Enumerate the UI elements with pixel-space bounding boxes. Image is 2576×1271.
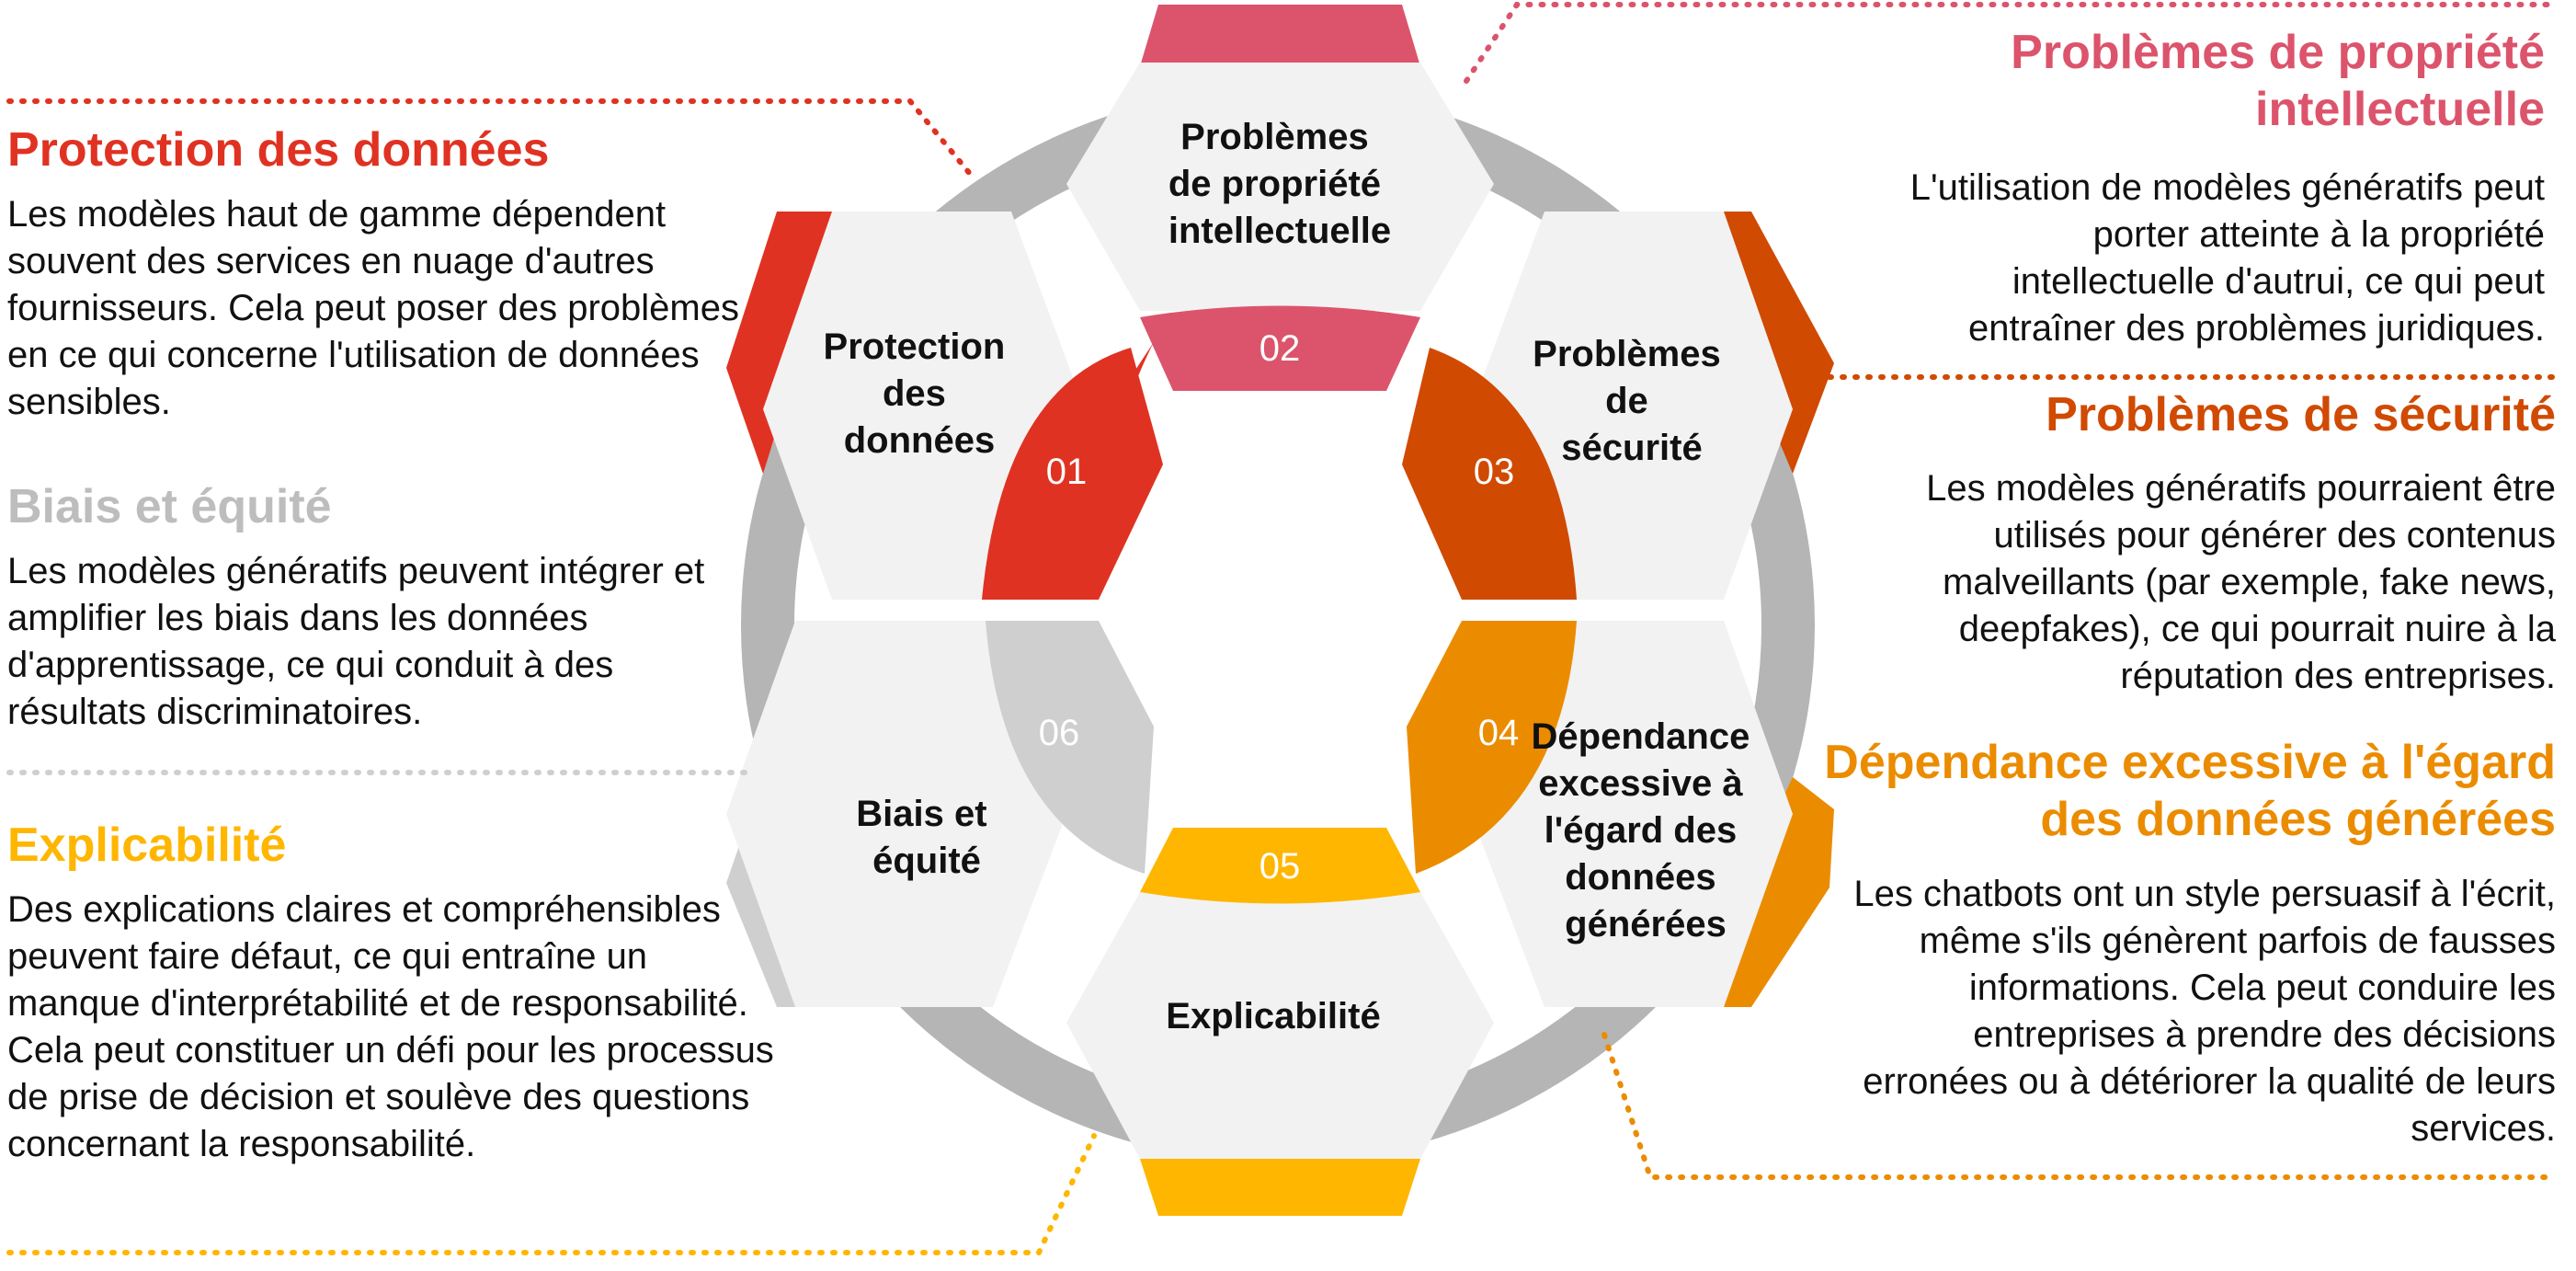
block-explicabilite: Explicabilité Des explications claires e… (7, 817, 789, 1168)
number-05: 05 (1260, 846, 1301, 887)
inner-segment-01-wedge (982, 348, 1163, 600)
hexagon-02 (1066, 63, 1494, 311)
connector-propriete (1464, 2, 2559, 84)
hexagon-02-label: Problèmes de propriété intellectuelle (1168, 117, 1391, 251)
tip-02 (1140, 5, 1420, 66)
block-protection-title: Protection des données (7, 123, 550, 177)
block-protection: Protection des données Les modèles haut … (7, 121, 743, 426)
hexagon-05-label: Explicabilité (1166, 996, 1380, 1036)
block-explicabilite-text: Des explications claires et compréhensib… (7, 889, 774, 1165)
block-biais-title: Biais et équité (7, 480, 332, 533)
number-04: 04 (1478, 713, 1520, 753)
block-propriete: Problèmes de propriété intellectuelle L'… (1901, 24, 2545, 352)
block-dependance: Dépendance excessive à l'égard des donné… (1820, 734, 2556, 1152)
inner-segment-03 (1402, 348, 1577, 600)
inner-segment-02 (1140, 305, 1420, 391)
number-03: 03 (1474, 452, 1515, 492)
block-explicabilite-title: Explicabilité (7, 819, 287, 872)
number-01: 01 (1046, 452, 1088, 492)
hexagon-06 (726, 621, 1066, 1007)
block-protection-text: Les modèles haut de gamme dépendent souv… (7, 194, 739, 423)
block-securite: Problèmes de sécurité Les modèles généra… (1857, 386, 2556, 700)
block-biais: Biais et équité Les modèles génératifs p… (7, 478, 724, 736)
number-06: 06 (1039, 713, 1080, 753)
block-propriete-text: L'utilisation de modèles génératifs peut… (1909, 166, 2545, 349)
connector-explicabilite (6, 1133, 1097, 1255)
number-02: 02 (1260, 328, 1301, 369)
connector-protection (6, 98, 977, 182)
tip-05 (1140, 1159, 1420, 1216)
block-dependance-title: Dépendance excessive à l'égard des donné… (1824, 736, 2556, 847)
block-propriete-title: Problèmes de propriété intellectuelle (2011, 26, 2545, 137)
hexagon-03-label: Problèmes de sécurité (1533, 334, 1731, 468)
hexagon-05 (1066, 892, 1494, 1159)
block-dependance-text: Les chatbots ont un style persuasif à l'… (1853, 873, 2556, 1149)
hexagon-04-label: Dépendance excessive à l'égard des donné… (1532, 716, 1761, 945)
hexagon-06-label: Biais et équité (856, 794, 997, 881)
block-biais-text: Les modèles génératifs peuvent intégrer … (7, 551, 705, 733)
block-securite-text: Les modèles génératifs pourraient être u… (1926, 468, 2556, 697)
connector-dependance (1601, 1032, 2559, 1180)
inner-segment-04 (1407, 621, 1577, 874)
hexagon-01-label: Protection des données (824, 326, 1016, 461)
inner-segment-06 (986, 621, 1154, 874)
block-securite-title: Problèmes de sécurité (2046, 388, 2556, 441)
inner-segment-05 (1140, 828, 1420, 904)
